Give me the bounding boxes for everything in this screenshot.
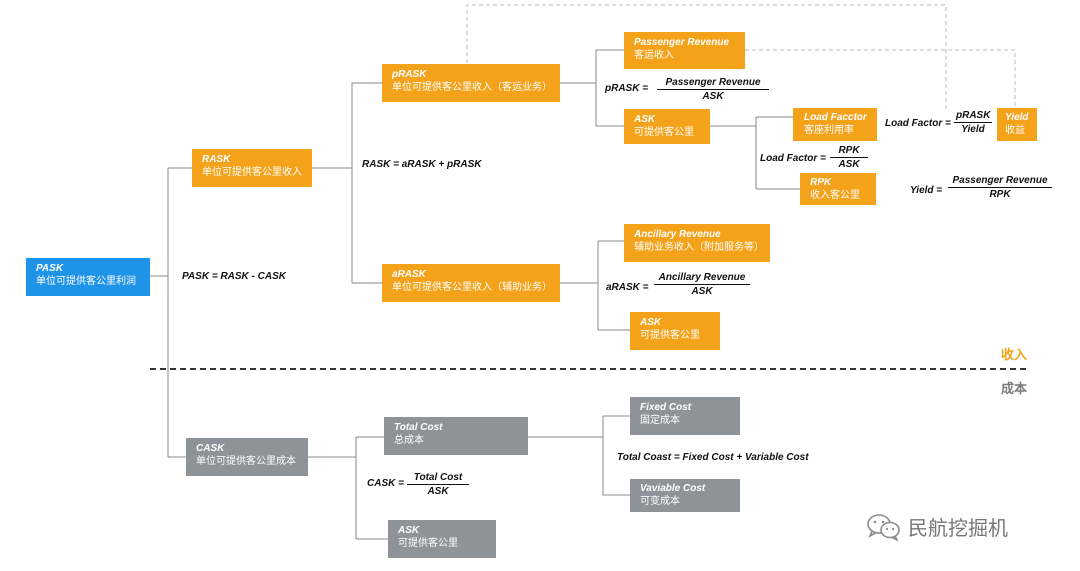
ask-mid-title: ASK <box>640 317 662 328</box>
ask-bottom-title: ASK <box>398 525 420 536</box>
cask-equation-fraction: Total Cost ASK <box>407 472 469 497</box>
passenger-revenue-node: Passenger Revenue 客运收入 <box>624 32 745 69</box>
load-factor-yield-equation-lhs: Load Factor = <box>885 118 951 129</box>
prask-equation-denominator: ASK <box>702 91 724 102</box>
rask-node: RASK 单位可提供客公里收入 <box>192 149 312 187</box>
rask-equation: RASK = aRASK + pRASK <box>362 159 482 170</box>
arask-equation-lhs: aRASK = <box>606 282 649 293</box>
total-cost-subtitle: 总成本 <box>394 435 424 446</box>
ask-top-node: ASK 可提供客公里 <box>624 109 710 144</box>
cost-section-label: 成本 <box>1001 381 1028 396</box>
pask-equation: PASK = RASK - CASK <box>182 271 286 282</box>
pask-subtitle: 单位可提供客公里利润 <box>36 276 136 287</box>
yield-subtitle: 收益 <box>1005 125 1025 136</box>
ask-mid-node: ASK 可提供客公里 <box>630 312 720 350</box>
variable-cost-title: Vaviable Cost <box>640 483 706 494</box>
load-factor-equation-numerator: RPK <box>830 145 868 158</box>
cask-equation-denominator: ASK <box>427 486 449 497</box>
pask-title: PASK <box>36 263 64 274</box>
rask-subtitle: 单位可提供客公里收入 <box>202 167 302 178</box>
load-factor-yield-equation-numerator: pRASK <box>954 110 992 123</box>
yield-equation-lhs: Yield = <box>910 185 943 196</box>
yield-node: Yield 收益 <box>997 108 1037 141</box>
load-factor-yield-equation-fraction: pRASK Yield <box>954 110 992 135</box>
rpk-node: RPK 收入客公里 <box>800 173 876 205</box>
total-cost-node: Total Cost 总成本 <box>384 417 528 455</box>
arask-equation-denominator: ASK <box>691 286 713 297</box>
rpk-title: RPK <box>810 177 832 188</box>
prask-node: pRASK 单位可提供客公里收入（客运业务） <box>382 64 560 102</box>
yield-equation-numerator: Passenger Revenue <box>948 175 1052 188</box>
yield-equation-fraction: Passenger Revenue RPK <box>948 175 1052 200</box>
ask-bottom-subtitle: 可提供客公里 <box>398 538 458 549</box>
prask-equation-fraction: Passenger Revenue ASK <box>657 77 769 102</box>
ask-mid-subtitle: 可提供客公里 <box>640 330 700 341</box>
prask-title: pRASK <box>392 69 427 80</box>
rask-title: RASK <box>202 154 231 165</box>
pask-node: PASK 单位可提供客公里利润 <box>26 258 150 296</box>
watermark-text: 民航挖掘机 <box>908 516 1008 540</box>
total-cost-title: Total Cost <box>394 422 443 433</box>
load-factor-title: Load Facctor <box>804 112 867 123</box>
rpk-subtitle: 收入客公里 <box>810 190 860 201</box>
ask-bottom-node: ASK 可提供客公里 <box>388 520 496 558</box>
yield-equation-denominator: RPK <box>989 189 1011 200</box>
fixed-cost-subtitle: 固定成本 <box>640 415 680 426</box>
fixed-cost-node: Fixed Cost 固定成本 <box>630 397 740 435</box>
prask-equation-lhs: pRASK = <box>605 83 649 94</box>
ancillary-revenue-node: Ancillary Revenue 辅助业务收入（附加服务等） <box>624 224 770 262</box>
total-cost-equation: Total Coast = Fixed Cost + Variable Cost <box>617 452 809 463</box>
load-factor-equation-denominator: ASK <box>838 159 860 170</box>
variable-cost-node: Vaviable Cost 可变成本 <box>630 479 740 512</box>
passenger-revenue-title: Passenger Revenue <box>634 37 730 48</box>
load-factor-equation-lhs: Load Factor = <box>760 153 826 164</box>
arask-node: aRASK 单位可提供客公里收入（辅助业务） <box>382 264 560 302</box>
prask-equation-numerator: Passenger Revenue <box>657 77 769 90</box>
load-factor-yield-equation-denominator: Yield <box>961 124 985 135</box>
ask-top-subtitle: 可提供客公里 <box>634 127 694 138</box>
cask-title: CASK <box>196 443 225 454</box>
ask-top-title: ASK <box>634 114 656 125</box>
cask-subtitle: 单位可提供客公里成本 <box>196 456 296 467</box>
prask-subtitle: 单位可提供客公里收入（客运业务） <box>392 82 552 93</box>
cask-node: CASK 单位可提供客公里成本 <box>186 438 308 476</box>
load-factor-node: Load Facctor 客座利用率 <box>793 108 877 141</box>
fixed-cost-title: Fixed Cost <box>640 402 692 413</box>
ancillary-revenue-title: Ancillary Revenue <box>634 229 721 240</box>
load-factor-subtitle: 客座利用率 <box>804 125 854 136</box>
watermark: 民航挖掘机 <box>866 512 1008 541</box>
passenger-revenue-subtitle: 客运收入 <box>634 50 674 61</box>
arask-title: aRASK <box>392 269 426 280</box>
arask-equation-numerator: Ancillary Revenue <box>654 272 750 285</box>
variable-cost-subtitle: 可变成本 <box>640 496 680 507</box>
arask-equation-fraction: Ancillary Revenue ASK <box>654 272 750 297</box>
revenue-section-label: 收入 <box>1001 347 1028 362</box>
cask-equation-lhs: CASK = <box>367 478 404 489</box>
cask-equation-numerator: Total Cost <box>407 472 469 485</box>
wechat-icon <box>867 513 900 541</box>
load-factor-equation-fraction: RPK ASK <box>830 145 868 170</box>
ancillary-revenue-subtitle: 辅助业务收入（附加服务等） <box>634 242 764 253</box>
yield-title: Yield <box>1005 112 1029 123</box>
arask-subtitle: 单位可提供客公里收入（辅助业务） <box>392 282 552 293</box>
